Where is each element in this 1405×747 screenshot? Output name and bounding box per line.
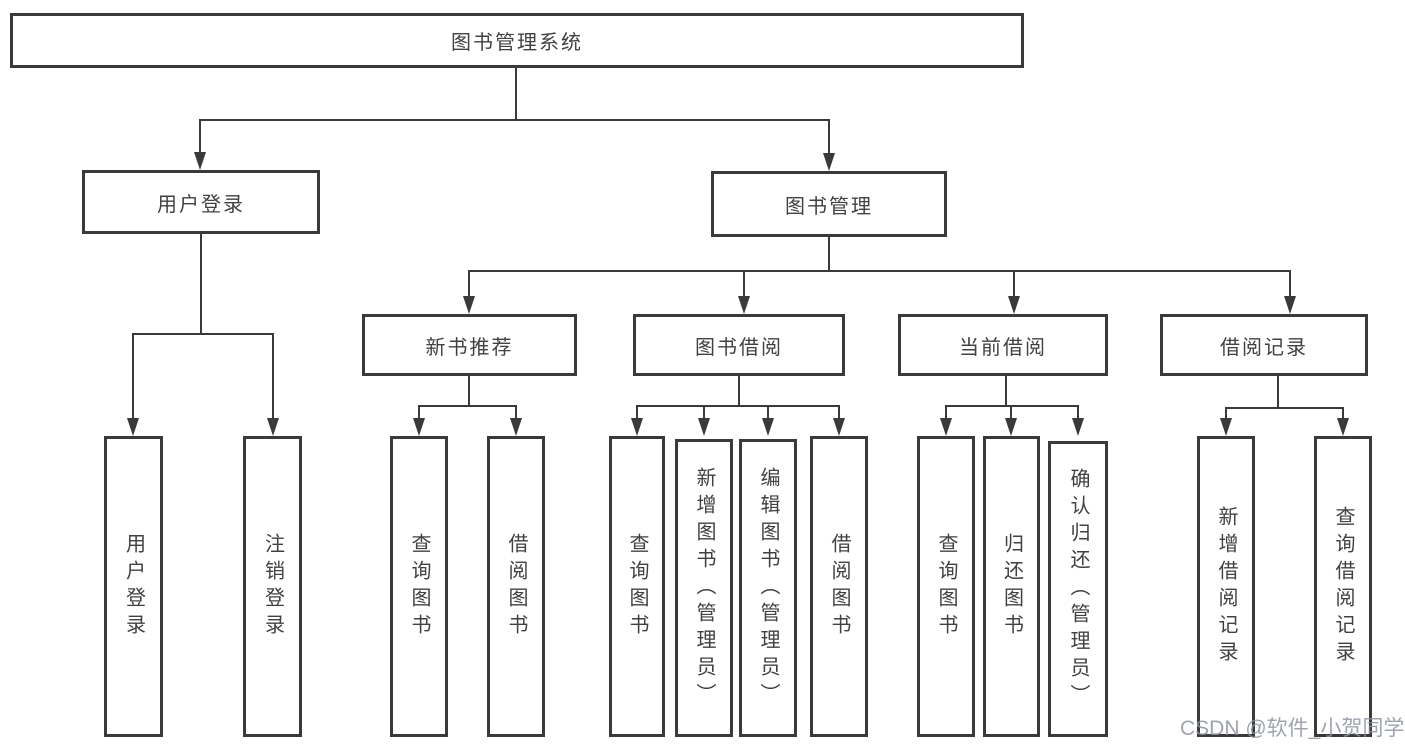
connector-line (515, 405, 517, 420)
connector-line (1010, 405, 1012, 420)
connector-line (703, 405, 705, 420)
arrowhead-down-icon (698, 418, 710, 436)
connector-line (636, 405, 638, 420)
arrowhead-down-icon (1284, 296, 1296, 314)
connector-line (468, 270, 470, 298)
leaf-query-books-current: 查询图书 (917, 436, 975, 737)
node-label: 编辑图书（管理员） (757, 466, 779, 710)
connector-line (1077, 405, 1079, 420)
arrowhead-down-icon (413, 418, 425, 436)
connector-line (200, 234, 202, 335)
leaf-borrow-books-borrow: 借阅图书 (810, 436, 868, 737)
leaf-add-book-admin: 新增图书（管理员） (675, 439, 733, 737)
node-current-borrow: 当前借阅 (898, 314, 1108, 376)
node-label: 归还图书 (1000, 532, 1023, 641)
arrowhead-down-icon (833, 418, 845, 436)
arrowhead-down-icon (463, 296, 475, 314)
connector-line (272, 333, 274, 420)
node-label: 查询图书 (626, 532, 648, 641)
leaf-confirm-return-admin: 确认归还（管理员） (1048, 441, 1108, 737)
node-label: 注销登录 (261, 532, 284, 641)
arrowhead-down-icon (940, 418, 952, 436)
connector-line (468, 270, 1291, 272)
node-label: 图书管理 (785, 195, 873, 218)
arrowhead-down-icon (194, 152, 206, 170)
connector-line (767, 405, 769, 420)
connector-line (828, 237, 830, 272)
arrowhead-down-icon (1008, 296, 1020, 314)
node-book-management: 图书管理 (711, 171, 947, 237)
node-label: 新增借阅记录 (1215, 505, 1237, 668)
connector-line (199, 119, 830, 121)
node-label: 查询图书 (935, 532, 957, 641)
arrowhead-down-icon (738, 296, 750, 314)
node-label: 图书管理系统 (451, 32, 583, 54)
connector-line (1342, 407, 1344, 420)
leaf-query-books-recommend: 查询图书 (390, 436, 448, 737)
node-new-book-recommend: 新书推荐 (362, 314, 577, 376)
node-user-login: 用户登录 (82, 170, 320, 234)
connector-line (636, 405, 840, 407)
connector-line (132, 333, 134, 420)
connector-line (743, 270, 745, 298)
node-label: 用户登录 (157, 193, 245, 216)
arrowhead-down-icon (762, 418, 774, 436)
node-label: 借阅图书 (505, 532, 527, 641)
leaf-add-borrow-record: 新增借阅记录 (1197, 436, 1255, 737)
connector-line (828, 119, 830, 154)
connector-line (945, 405, 947, 420)
node-root: 图书管理系统 (10, 13, 1024, 68)
node-label: 查询借阅记录 (1332, 505, 1354, 668)
connector-line (945, 405, 1079, 407)
node-label: 确认归还（管理员） (1067, 467, 1089, 711)
connector-line (418, 405, 420, 420)
connector-line (1277, 376, 1279, 409)
connector-line (1225, 407, 1227, 420)
connector-line (1225, 407, 1344, 409)
connector-line (838, 405, 840, 420)
leaf-borrow-books-recommend: 借阅图书 (487, 436, 545, 737)
node-label: 新书推荐 (425, 336, 514, 359)
arrowhead-down-icon (510, 418, 522, 436)
connector-line (418, 405, 517, 407)
node-label: 查询图书 (408, 532, 430, 641)
node-label: 借阅记录 (1220, 336, 1308, 359)
arrowhead-down-icon (1337, 418, 1349, 436)
node-borrow-records: 借阅记录 (1160, 314, 1368, 376)
connector-line (468, 376, 470, 407)
arrowhead-down-icon (1072, 418, 1084, 436)
arrowhead-down-icon (267, 418, 279, 436)
arrowhead-down-icon (823, 153, 835, 171)
connector-line (132, 333, 274, 335)
node-label: 新增图书（管理员） (693, 466, 715, 710)
leaf-query-books-borrow: 查询图书 (609, 436, 665, 737)
connector-line (515, 68, 517, 120)
node-label: 借阅图书 (828, 532, 850, 641)
arrowhead-down-icon (1220, 418, 1232, 436)
node-label: 用户登录 (122, 532, 145, 641)
leaf-query-borrow-record: 查询借阅记录 (1314, 436, 1372, 737)
node-label: 图书借阅 (695, 336, 783, 359)
leaf-return-book: 归还图书 (983, 436, 1040, 737)
connector-line (1005, 376, 1007, 407)
connector-line (738, 376, 740, 407)
connector-line (1289, 270, 1291, 298)
arrowhead-down-icon (631, 418, 643, 436)
arrowhead-down-icon (1005, 418, 1017, 436)
connector-line (199, 119, 201, 153)
node-book-borrow: 图书借阅 (633, 314, 845, 376)
leaf-user-login: 用户登录 (104, 436, 163, 737)
node-label: 当前借阅 (959, 336, 1047, 359)
leaf-edit-book-admin: 编辑图书（管理员） (739, 439, 797, 737)
arrowhead-down-icon (127, 418, 139, 436)
leaf-logout: 注销登录 (243, 436, 302, 737)
csdn-watermark: CSDN @软件_小贺同学 (1180, 717, 1405, 740)
connector-line (1013, 270, 1015, 298)
